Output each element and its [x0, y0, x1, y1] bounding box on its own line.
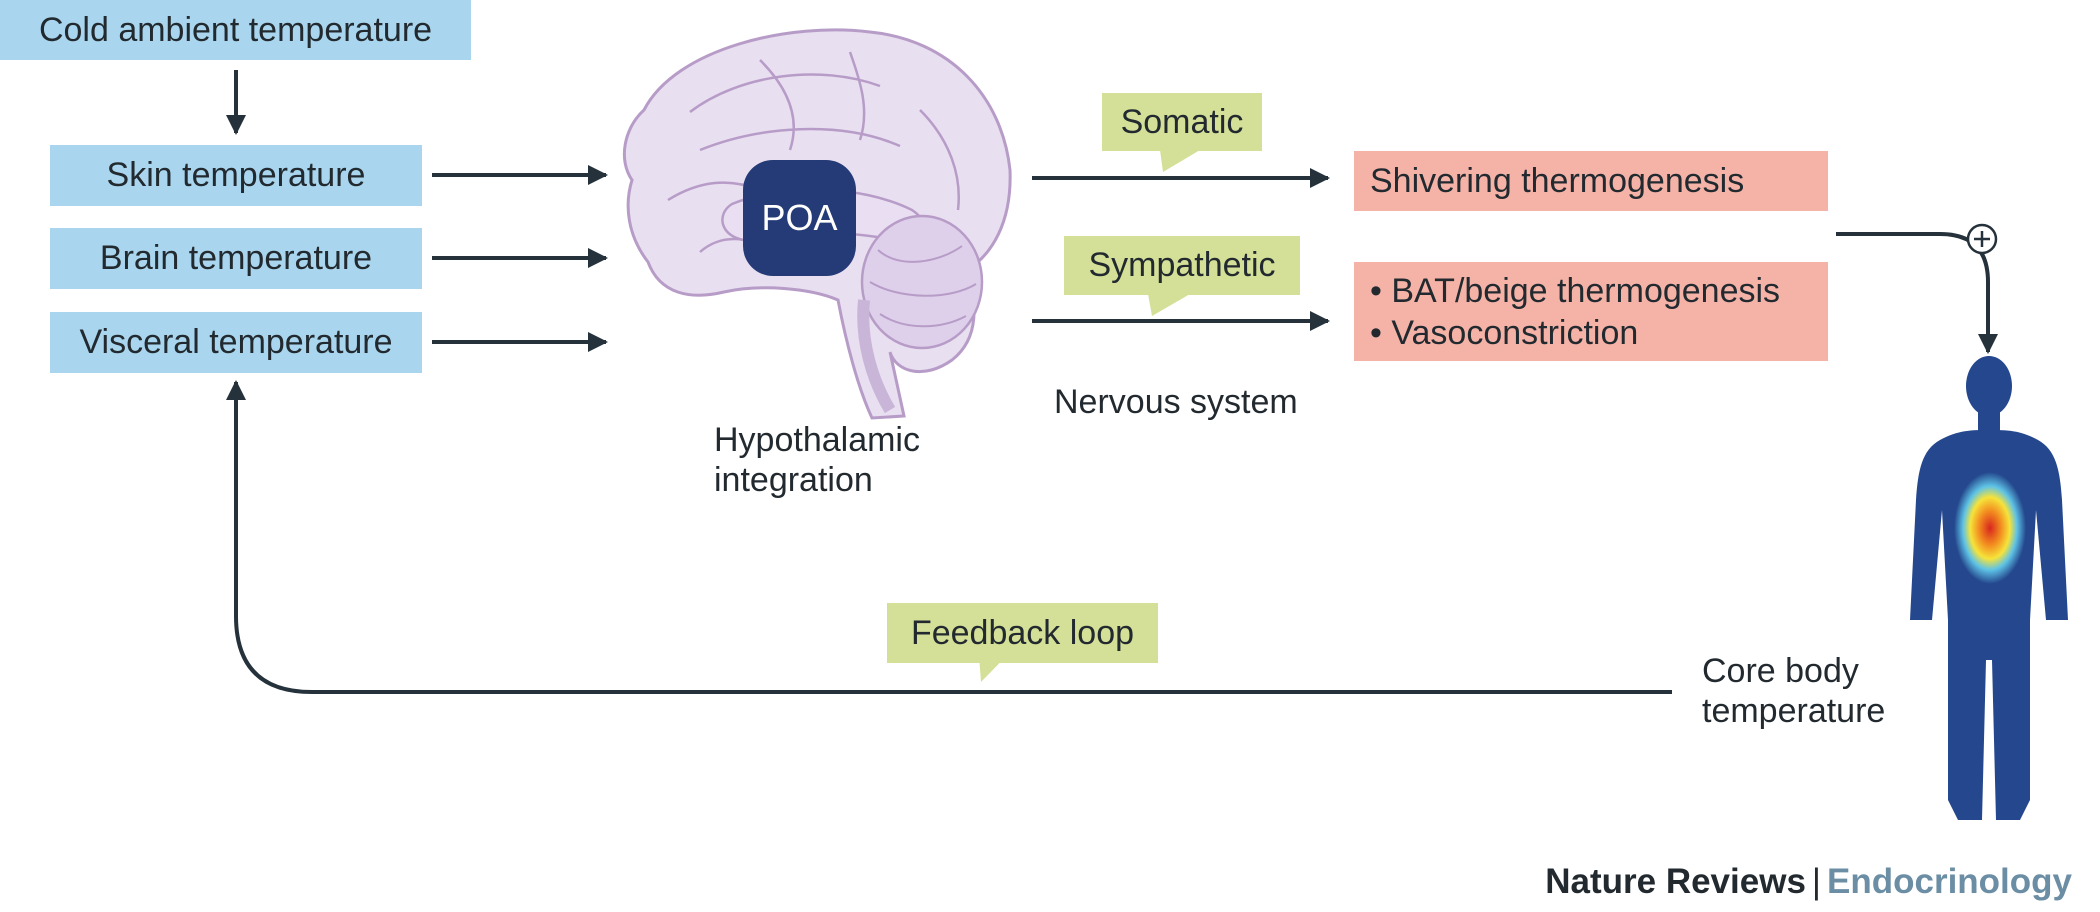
brain-temperature-box: Brain temperature	[50, 228, 422, 289]
arrow-to-body	[1836, 232, 1998, 354]
brain-temperature-label: Brain temperature	[99, 239, 373, 277]
caption-line-1: Hypothalamic	[714, 421, 920, 459]
somatic-label: Somatic	[1120, 102, 1244, 141]
sympathetic-label: Sympathetic	[1088, 246, 1276, 284]
core-body-temperature-label: Core body temperature	[1702, 651, 1885, 731]
journal-branding: Nature Reviews|Endocrinology	[1545, 862, 2072, 902]
visceral-temperature-label: Visceral temperature	[79, 323, 393, 361]
arrow-feedback-loop	[226, 380, 1672, 694]
core-line-2: temperature	[1702, 692, 1886, 730]
human-body-icon	[1910, 356, 2068, 820]
cold-ambient-label: Cold ambient temperature	[38, 10, 433, 49]
sympathetic-callout: Sympathetic	[1064, 236, 1300, 295]
list-item-vasoconstriction: • Vasoconstriction	[1370, 313, 1639, 352]
visceral-temperature-box: Visceral temperature	[50, 312, 422, 373]
shivering-label: Shivering thermogenesis	[1370, 161, 1745, 200]
skin-temperature-box: Skin temperature	[50, 145, 422, 206]
poa-label: POA	[761, 197, 838, 238]
nervous-system-label: Nervous system	[1054, 383, 1298, 421]
publisher-name: Nature Reviews	[1545, 862, 1806, 901]
nonshivering-responses-box: • BAT/beige thermogenesis • Vasoconstric…	[1354, 262, 1828, 361]
journal-name: Endocrinology	[1827, 862, 2072, 901]
shivering-thermogenesis-box: Shivering thermogenesis	[1354, 151, 1828, 211]
heat-map-core	[1954, 472, 2026, 584]
cold-ambient-temperature-box: Cold ambient temperature	[0, 0, 471, 60]
somatic-callout: Somatic	[1102, 93, 1262, 151]
hypothalamic-integration-caption: Hypothalamic integration	[714, 420, 920, 500]
response-list: • BAT/beige thermogenesis • Vasoconstric…	[1370, 272, 1780, 352]
feedback-loop-callout: Feedback loop	[887, 603, 1158, 663]
feedback-loop-label: Feedback loop	[910, 613, 1135, 652]
branding-separator: |	[1811, 862, 1821, 901]
skin-temperature-label: Skin temperature	[106, 156, 366, 194]
poa-badge: POA	[743, 160, 856, 276]
caption-line-2: integration	[714, 461, 873, 499]
core-line-1: Core body	[1702, 652, 1859, 690]
cerebellum	[860, 214, 984, 350]
list-item-bat: • BAT/beige thermogenesis	[1370, 271, 1781, 310]
